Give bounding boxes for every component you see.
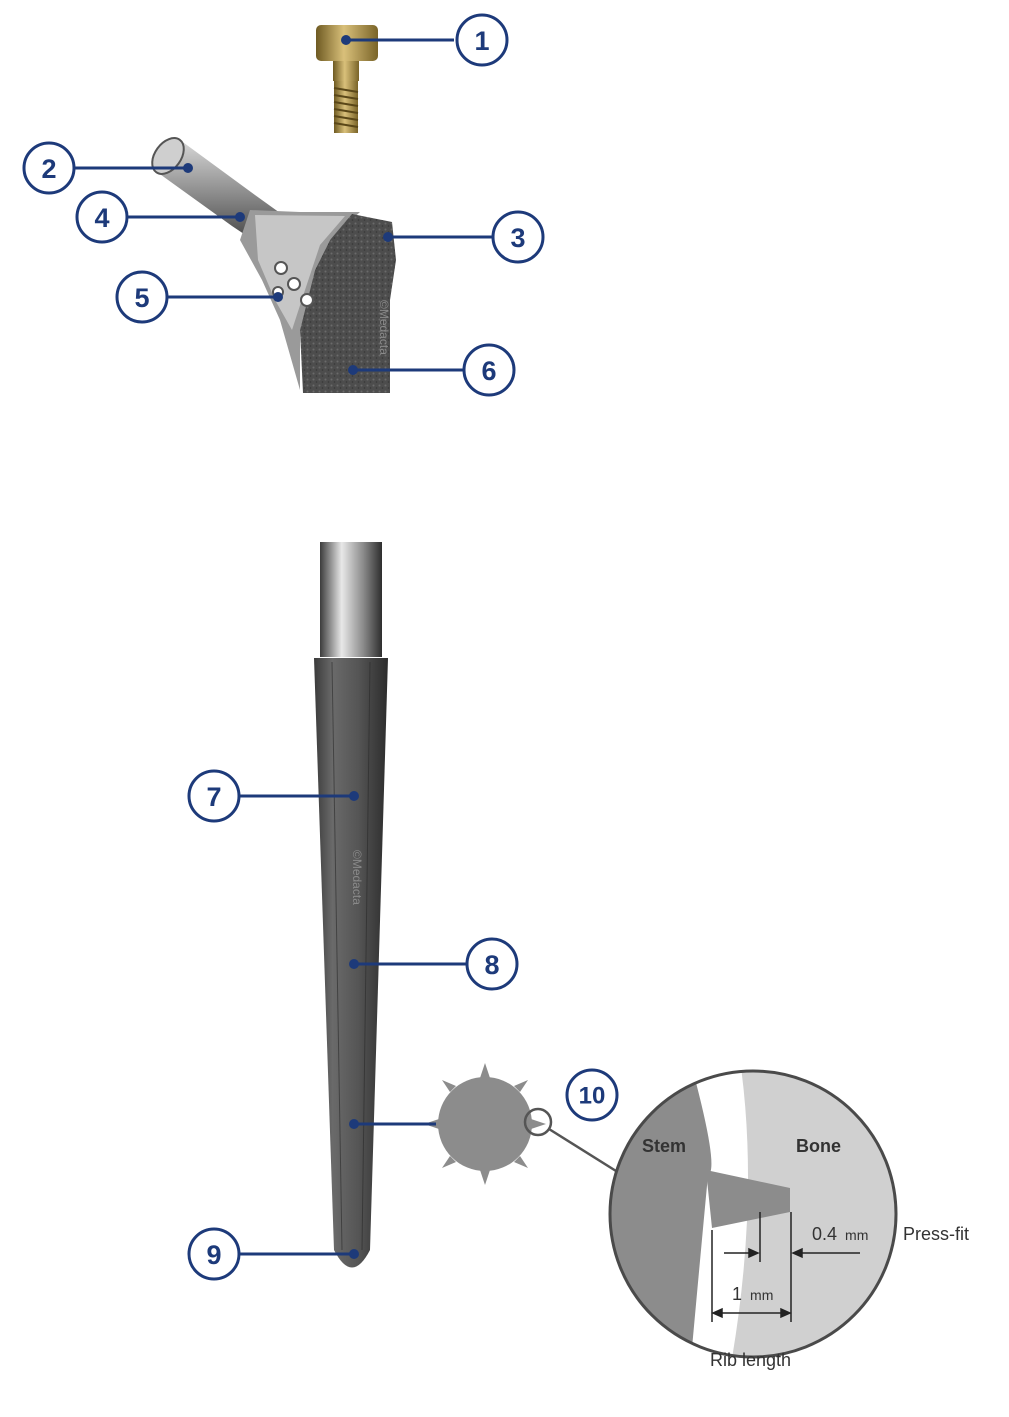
zoom-bone-label: Bone: [796, 1136, 841, 1156]
press-fit-unit: mm: [845, 1227, 868, 1243]
rib-length-label: Rib length: [710, 1350, 791, 1370]
callout-8: 8: [349, 937, 519, 991]
press-fit-number: 0.4: [812, 1224, 837, 1244]
callout-3-number: 3: [510, 223, 525, 253]
rib-length-number: 1: [732, 1284, 742, 1304]
locking-screw: [316, 25, 378, 133]
callout-6: 6: [348, 343, 516, 397]
press-fit-label: Press-fit: [903, 1224, 969, 1244]
callout-8-number: 8: [484, 950, 499, 980]
callout-9-number: 9: [206, 1240, 221, 1270]
press-fit-value: 0.4 mm: [812, 1224, 868, 1244]
callout-6-number: 6: [481, 356, 496, 386]
zoom-stem-label: Stem: [642, 1136, 686, 1156]
femoral-stem: ©Medacta: [314, 542, 388, 1268]
rib-length-value: 1 mm: [732, 1284, 773, 1304]
callout-5-number: 5: [134, 283, 149, 313]
callout-3: 3: [383, 210, 545, 264]
callout-2: 2: [22, 141, 193, 195]
callout-5: 5: [115, 270, 283, 324]
modular-neck-body: ©Medacta: [151, 137, 396, 393]
callout-1: 1: [341, 13, 509, 67]
neck-watermark: ©Medacta: [377, 300, 391, 355]
callout-9: 9: [187, 1227, 359, 1281]
stem-watermark: ©Medacta: [350, 850, 364, 905]
callout-sections: [349, 1119, 436, 1129]
rib-zoom-detail: Stem Bone 0.4 mm 1 mm Press-fit Rib leng…: [608, 1069, 969, 1370]
callout-4: 4: [75, 190, 245, 244]
callout-4-number: 4: [94, 203, 109, 233]
callout-10-number: 10: [579, 1083, 606, 1110]
callout-7-number: 7: [206, 782, 221, 812]
stem-cross-section: [424, 1063, 625, 1185]
rib-length-unit: mm: [750, 1287, 773, 1303]
callout-10: 10: [565, 1068, 619, 1122]
callout-2-number: 2: [41, 154, 56, 184]
callout-7: 7: [187, 769, 359, 823]
callout-1-number: 1: [474, 26, 489, 56]
